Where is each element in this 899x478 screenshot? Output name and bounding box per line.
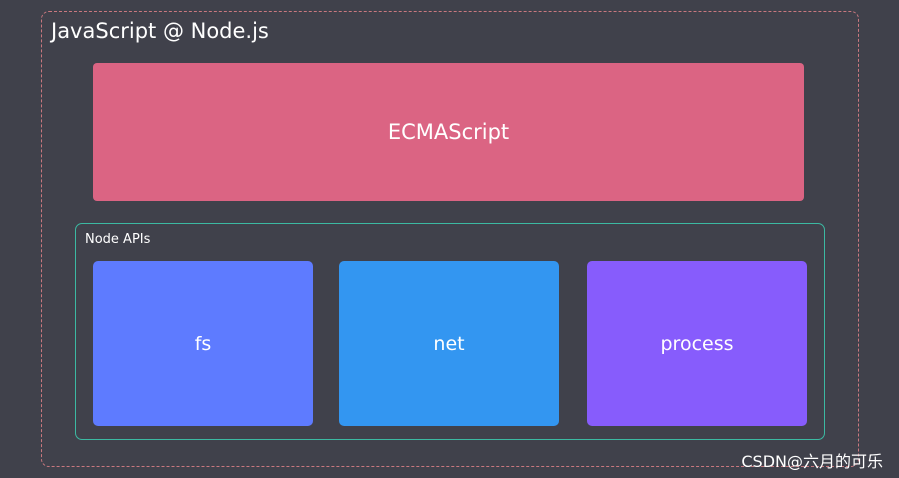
- outer-frame-title: JavaScript @ Node.js: [51, 19, 269, 43]
- api-box-net: net: [339, 261, 559, 426]
- node-apis-frame: [75, 223, 825, 440]
- api-label-net: net: [433, 332, 465, 355]
- ecmascript-block: ECMAScript: [93, 63, 804, 201]
- api-label-fs: fs: [194, 332, 212, 355]
- ecmascript-label: ECMAScript: [387, 120, 510, 144]
- api-label-process: process: [660, 332, 734, 355]
- api-box-fs: fs: [93, 261, 313, 426]
- node-apis-title: Node APIs: [85, 232, 151, 247]
- javascript-nodejs-frame: [41, 11, 859, 467]
- watermark: CSDN@六月的可乐: [741, 452, 883, 471]
- api-box-process: process: [587, 261, 807, 426]
